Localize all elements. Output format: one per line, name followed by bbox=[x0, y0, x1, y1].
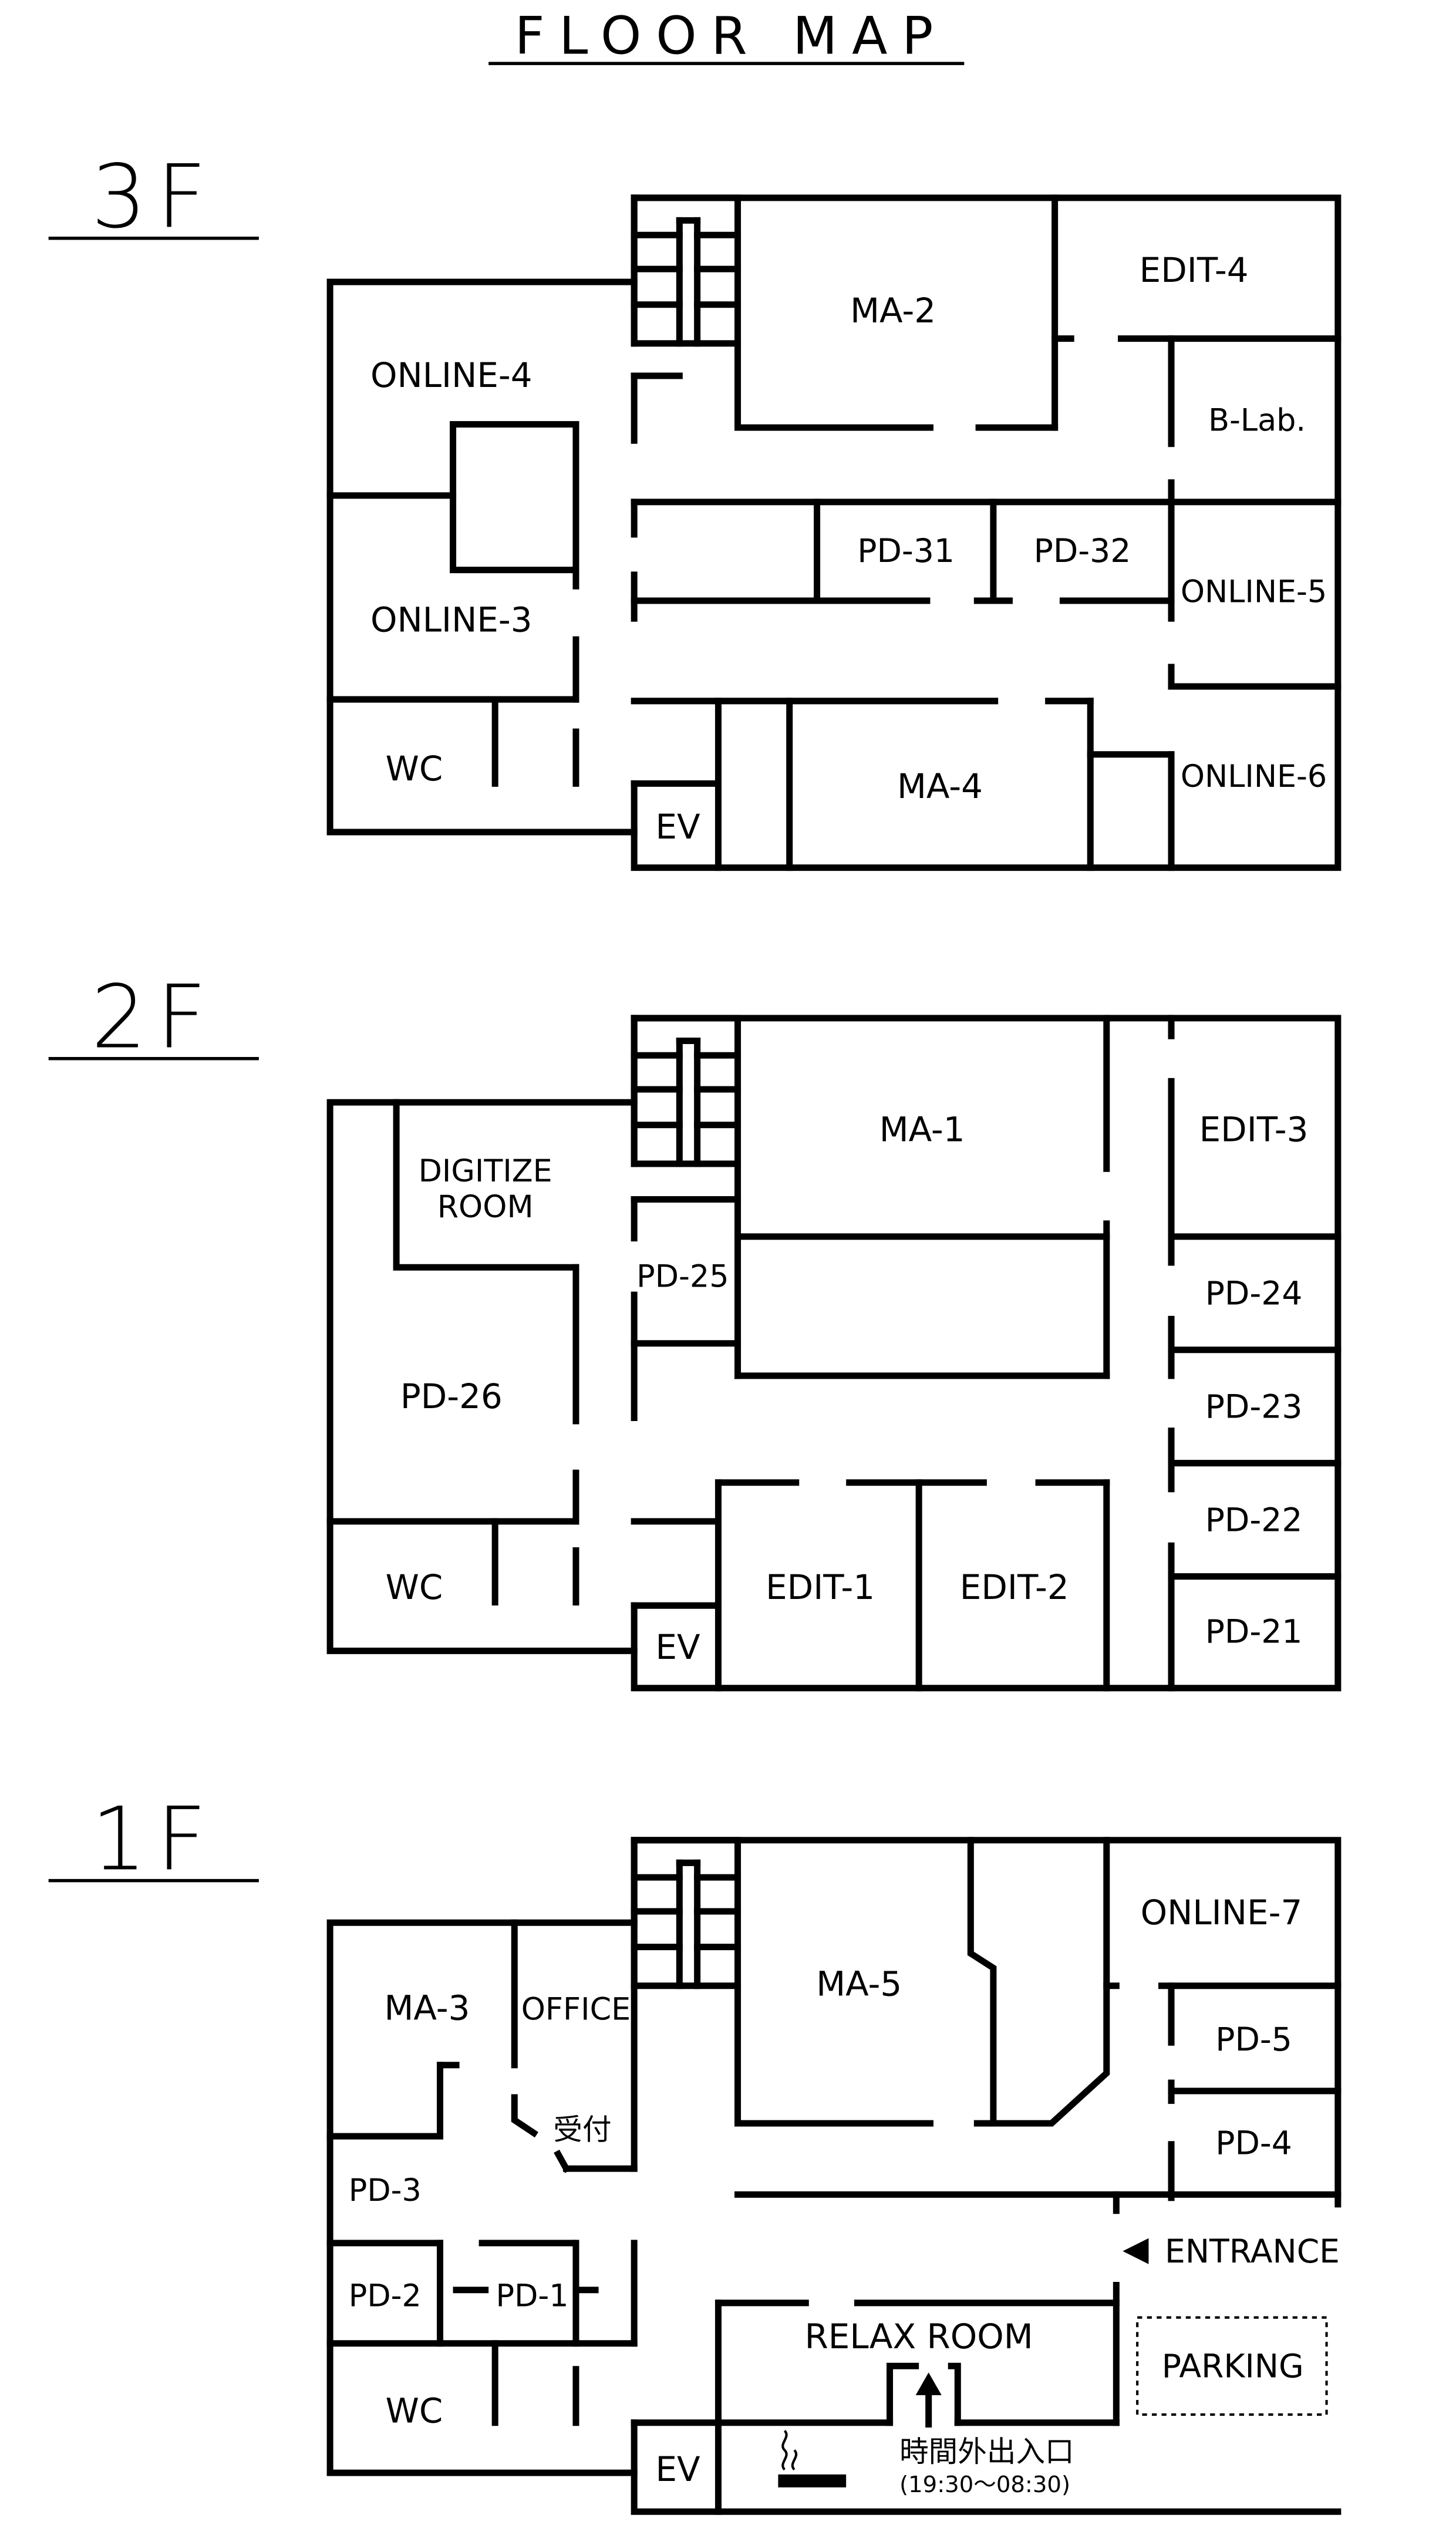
room-ev: EV bbox=[656, 2449, 701, 2489]
room-digitize-line1: DIGITIZE bbox=[419, 1153, 552, 1189]
smoking-icon bbox=[778, 2430, 847, 2487]
reception-desk: 受付 bbox=[553, 2113, 611, 2147]
floor-label-1f: 1F bbox=[91, 1789, 216, 1890]
map-title-text: FLOOR MAP bbox=[515, 6, 948, 66]
room-pd-31: PD-31 bbox=[857, 532, 955, 570]
room-pd-2: PD-2 bbox=[349, 2278, 422, 2314]
room-pd-25: PD-25 bbox=[636, 1258, 729, 1294]
room-b-lab: B-Lab. bbox=[1208, 403, 1306, 439]
room-online-7: ONLINE-7 bbox=[1141, 1893, 1303, 1933]
floorplan-2f-walls bbox=[326, 1015, 1342, 1692]
room-ma-4: MA-4 bbox=[897, 766, 983, 806]
floorplan-3f-walls bbox=[326, 194, 1342, 871]
room-pd-4: PD-4 bbox=[1215, 2124, 1292, 2162]
room-pd-24: PD-24 bbox=[1205, 1275, 1303, 1312]
floor-3f: 3F bbox=[48, 146, 1342, 871]
room-edit-1: EDIT-1 bbox=[766, 1567, 875, 1607]
room-wc: WC bbox=[386, 2391, 443, 2431]
room-online-4: ONLINE-4 bbox=[370, 355, 532, 395]
room-ev: EV bbox=[656, 1627, 701, 1667]
floor-label-3f: 3F bbox=[91, 146, 216, 248]
room-pd-32: PD-32 bbox=[1034, 532, 1131, 570]
after-hours-entrance: 時間外出入口 bbox=[899, 2435, 1074, 2469]
map-title: FLOOR MAP bbox=[488, 6, 965, 66]
room-edit-3: EDIT-3 bbox=[1199, 1109, 1309, 1149]
room-wc: WC bbox=[386, 1567, 443, 1607]
room-pd-21: PD-21 bbox=[1205, 1613, 1303, 1651]
room-pd-26: PD-26 bbox=[400, 1376, 503, 1416]
rooms-2f: DIGITIZE ROOM MA-1 EDIT-3 PD-25 PD-24 PD… bbox=[386, 1109, 1309, 1667]
floor-1f: 1F bbox=[48, 1789, 1342, 2515]
rooms-1f: MA-3 OFFICE 受付 MA-5 ONLINE-7 PD-5 PD-4 P… bbox=[349, 1893, 1340, 2498]
up-arrow-icon bbox=[915, 2372, 942, 2428]
room-ma-3: MA-3 bbox=[385, 1988, 470, 2028]
parking-label: PARKING bbox=[1162, 2348, 1304, 2385]
room-ma-2: MA-2 bbox=[850, 291, 936, 331]
floor-2f: 2F bbox=[48, 967, 1342, 1692]
room-pd-1: PD-1 bbox=[496, 2278, 569, 2314]
after-hours-time: (19:30〜08:30) bbox=[899, 2472, 1070, 2498]
room-edit-4: EDIT-4 bbox=[1140, 250, 1249, 290]
room-wc: WC bbox=[386, 749, 443, 789]
floor-label-2f: 2F bbox=[91, 967, 216, 1069]
room-ma-5: MA-5 bbox=[816, 1964, 902, 2004]
room-online-5: ONLINE-5 bbox=[1181, 574, 1327, 610]
room-pd-3: PD-3 bbox=[349, 2173, 422, 2208]
room-office: OFFICE bbox=[521, 1992, 631, 2028]
room-pd-23: PD-23 bbox=[1205, 1388, 1303, 1426]
room-edit-2: EDIT-2 bbox=[960, 1567, 1069, 1607]
floorplan-1f-walls bbox=[326, 1837, 1342, 2515]
entrance-label: ENTRANCE bbox=[1165, 2233, 1340, 2270]
room-relax-room: RELAX ROOM bbox=[805, 2317, 1033, 2356]
room-online-3: ONLINE-3 bbox=[370, 600, 532, 639]
room-pd-5: PD-5 bbox=[1215, 2021, 1292, 2058]
room-ev: EV bbox=[656, 807, 701, 847]
parking-area bbox=[1136, 2316, 1328, 2416]
room-ma-1: MA-1 bbox=[879, 1109, 965, 1149]
entrance-arrow-icon bbox=[1123, 2238, 1149, 2264]
room-online-6: ONLINE-6 bbox=[1181, 759, 1327, 794]
room-pd-22: PD-22 bbox=[1205, 1501, 1303, 1538]
rooms-3f: MA-2 EDIT-4 B-Lab. ONLINE-4 ONLINE-3 PD-… bbox=[370, 250, 1327, 847]
room-digitize-line2: ROOM bbox=[437, 1189, 534, 1225]
